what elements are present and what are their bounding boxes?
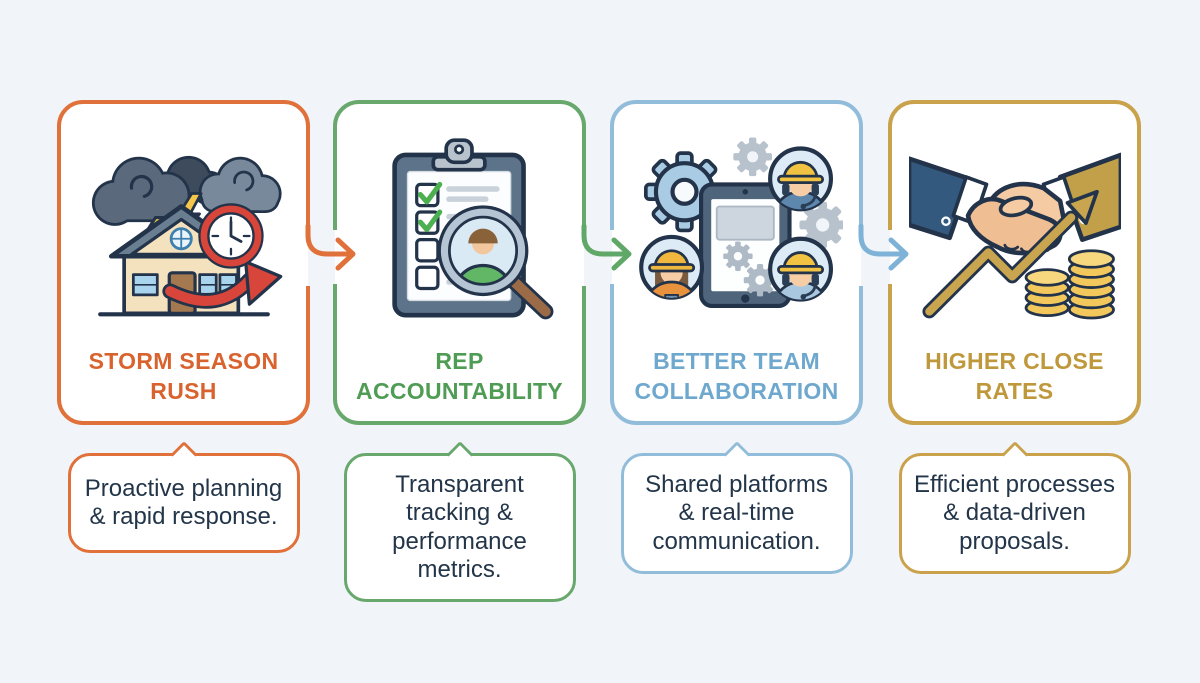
step-column-storm-season-rush: STORM SEASON RUSH Proactive planning & r… [57,100,310,553]
step-description-bubble: Proactive planning & rapid response. [67,441,300,553]
step-description-bubble: Efficient processes & data-driven propos… [898,441,1131,574]
bubble-notch [170,441,197,468]
step-description: Efficient processes & data-driven propos… [914,471,1115,555]
step-card: STORM SEASON RUSH [57,100,310,425]
step-icon-area [631,104,843,347]
step-column-higher-close-rates: HIGHER CLOSE RATES Efficient processes &… [888,100,1141,574]
step-title: REP ACCOUNTABILITY [356,348,563,405]
bubble-notch [1001,441,1028,468]
step-card: HIGHER CLOSE RATES [888,100,1141,425]
step-title: BETTER TEAM COLLABORATION [634,348,839,405]
step-icon-area [908,104,1121,347]
step-column-rep-accountability: REP ACCOUNTABILITY Transparent tracking … [333,100,586,603]
clipboard-checklist-magnifier-icon [391,137,553,319]
step-icon-area [78,104,290,347]
step-description-bubble: Shared platforms & real-time communicati… [620,441,853,574]
step-description: Proactive planning & rapid response. [84,474,283,530]
storm-house-clock-icon [91,155,282,316]
step-card: BETTER TEAM COLLABORATION [610,100,863,425]
tablet-team-gears-icon [638,137,843,308]
step-title: HIGHER CLOSE RATES [925,348,1104,405]
step-description: Shared platforms & real-time communicati… [645,471,828,555]
step-card: REP ACCOUNTABILITY [333,100,586,425]
bubble-notch [723,441,750,468]
step-icon-area [354,104,566,347]
step-description: Transparent tracking & performance metri… [392,471,527,583]
step-column-better-team-collaboration: BETTER TEAM COLLABORATION Shared platfor… [610,100,863,574]
step-title: STORM SEASON RUSH [88,348,279,405]
step-description-bubble: Transparent tracking & performance metri… [343,441,576,603]
handshake-growth-coins-icon [908,152,1121,319]
bubble-notch [446,441,473,468]
